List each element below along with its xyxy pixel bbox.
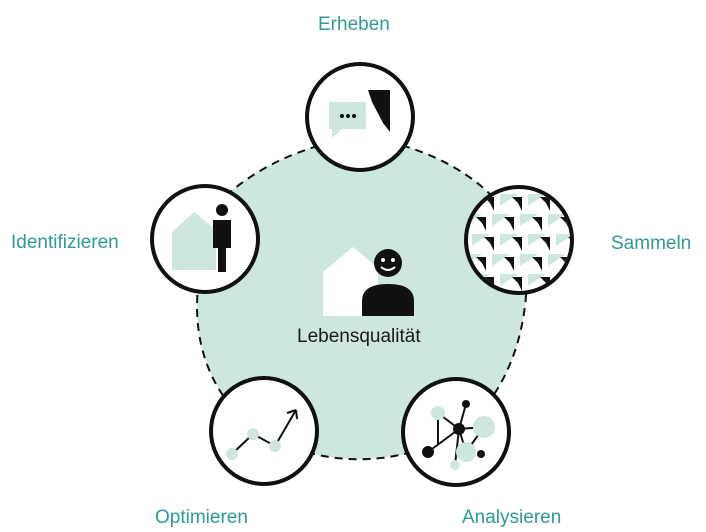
analysieren-node bbox=[401, 377, 511, 487]
step-label-sammeln: Sammeln bbox=[611, 233, 692, 254]
step-label-optimieren: Optimieren bbox=[155, 507, 248, 528]
step-label-identifizieren: Identifizieren bbox=[11, 232, 119, 253]
optimieren-node bbox=[209, 376, 319, 486]
house-person-icon bbox=[172, 204, 231, 272]
step-label-erheben: Erheben bbox=[318, 14, 390, 35]
speech-bubbles-icon bbox=[329, 90, 390, 138]
erheben-node bbox=[305, 62, 415, 172]
step-label-analysieren: Analysieren bbox=[462, 507, 562, 528]
identifizieren-node bbox=[150, 184, 260, 294]
sammeln-node bbox=[464, 185, 574, 295]
trend-arrow-icon bbox=[226, 409, 298, 460]
center-label: Lebensqualität bbox=[297, 326, 421, 347]
network-graph-icon bbox=[422, 400, 495, 470]
center-house-person-icon bbox=[323, 247, 414, 316]
